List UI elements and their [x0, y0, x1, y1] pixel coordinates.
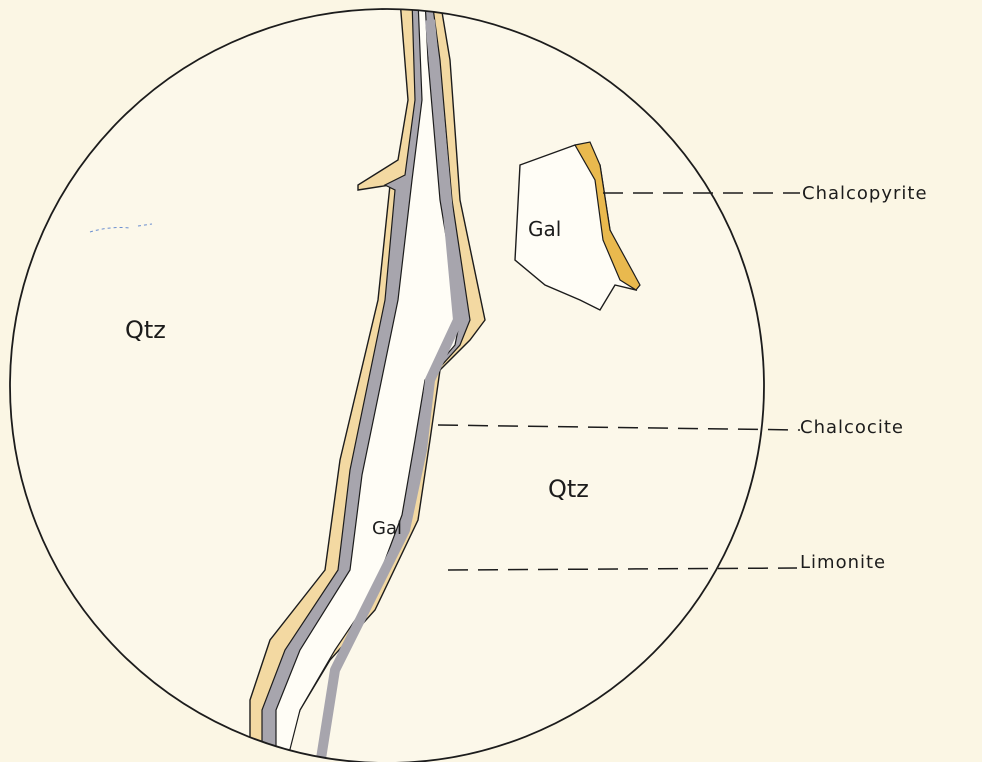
label-qtz-right: Qtz — [548, 475, 589, 503]
callout-chalcocite: Chalcocite — [800, 417, 904, 438]
callout-chalcopyrite: Chalcopyrite — [802, 183, 928, 204]
callout-limonite: Limonite — [800, 552, 886, 573]
label-gal-vein: Gal — [372, 518, 402, 539]
label-qtz-left: Qtz — [125, 316, 166, 344]
label-gal-inclusion: Gal — [528, 217, 561, 241]
